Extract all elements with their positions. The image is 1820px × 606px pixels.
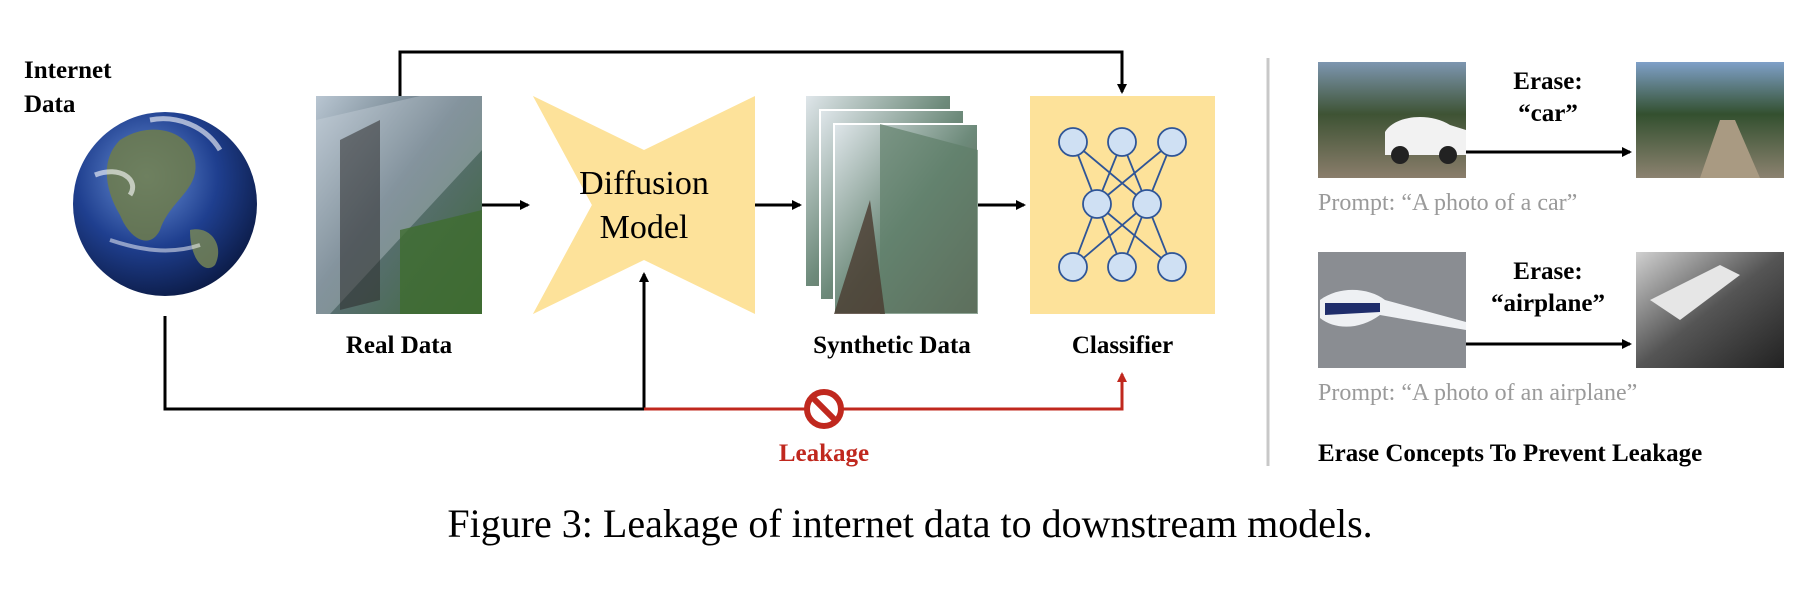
neural-network-icon [1058,127,1187,282]
leakage-label: Leakage [778,440,870,467]
diffusion-model-label: Diffusion Model [579,165,709,246]
car-prompt: Prompt: “A photo of a car” [1318,190,1578,216]
erase-car-keyword: Erase: [1513,68,1583,95]
real-data-image [316,96,482,314]
internet-to-diffusion-arrow [163,272,649,411]
erase-airplane-keyword: Erase: [1513,258,1583,285]
no-entry-icon [804,389,844,429]
figure-caption-text: Leakage of internet data to downstream m… [602,501,1373,546]
classifier-label: Classifier [1071,332,1174,359]
globe-icon [73,112,257,296]
figure-caption: Figure 3: Leakage of internet data to do… [0,500,1820,547]
synthetic-data-label: Synthetic Data [813,332,971,359]
erase-panel-title: Erase Concepts To Prevent Leakage [1318,440,1703,467]
erase-airplane-concept: “airplane” [1491,290,1605,317]
leakage-arrow [843,372,1127,411]
car-after-image [1636,62,1784,178]
real-data-label: Real Data [345,332,453,359]
real-to-classifier-arrow [398,50,1127,96]
figure-label: Figure 3: [447,501,593,546]
airplane-before-image [1318,252,1466,368]
internet-data-label: Internet Data [24,57,112,118]
airplane-after-image [1636,252,1784,368]
airplane-prompt: Prompt: “A photo of an airplane” [1318,380,1638,406]
erase-airplane-label: Erase: “airplane” [1466,256,1630,320]
erase-car-concept: “car” [1518,100,1578,127]
erase-car-label: Erase: “car” [1466,66,1630,130]
synthetic-data-images [806,96,979,315]
car-before-image [1318,62,1466,178]
